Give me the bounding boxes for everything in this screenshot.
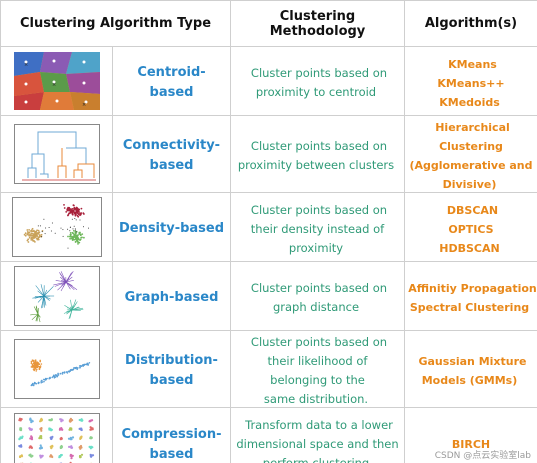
type-cell: Density-based	[112, 192, 231, 262]
thumbnail-cell	[0, 192, 113, 262]
methodology-cell: Transform data to a lower dimensional sp…	[230, 407, 405, 463]
methodology-cell: Cluster points based on their likelihood…	[230, 330, 405, 408]
methodology-label: Cluster points based on their density in…	[250, 202, 388, 255]
type-cell: Centroid- based	[112, 46, 231, 116]
svg-text:×: ×	[24, 62, 28, 68]
type-cell: Graph-based	[112, 261, 231, 331]
methodology-label: Cluster points based on proximity to cen…	[250, 66, 388, 99]
table-row: Connectivity- based Cluster points based…	[0, 115, 537, 193]
type-label: Distribution- based	[125, 353, 218, 388]
algorithms-cell: Hierarchical Clustering (Agglomerative a…	[404, 115, 537, 193]
type-cell: Connectivity- based	[112, 115, 231, 193]
table-row: Density-based Cluster points based on th…	[0, 192, 537, 262]
svg-text:×: ×	[82, 102, 86, 108]
birch-grid-plot	[13, 412, 100, 463]
type-cell: Distribution- based	[112, 330, 231, 408]
density-scatter-plot	[11, 197, 102, 257]
watermark: CSDN @点云实验室lab	[432, 448, 533, 461]
algorithms-cell: KMeans KMeans++ KMedoids	[404, 46, 537, 116]
dendrogram-plot	[13, 124, 100, 184]
type-label: Density-based	[118, 221, 225, 236]
thumbnail-cell	[0, 407, 113, 463]
table-row: Graph-based Cluster points based on grap…	[0, 261, 537, 331]
type-label: Connectivity- based	[122, 138, 221, 173]
table-row: Distribution- based Cluster points based…	[0, 330, 537, 408]
algorithms-label: DBSCAN OPTICS HDBSCAN	[439, 203, 500, 255]
header-methodology: Clustering Methodology	[230, 0, 405, 47]
table-row: × × × Centroid- based Cluster points based…	[0, 46, 537, 116]
type-label: Centroid- based	[137, 65, 206, 100]
thumbnail-cell	[0, 115, 113, 193]
svg-text:×: ×	[52, 82, 56, 88]
table-row: Compression- based Transform data to a l…	[0, 407, 537, 463]
algorithms-label: Affinitiy Propagation Spectral Clusterin…	[408, 282, 537, 314]
thumbnail-cell	[0, 261, 113, 331]
algorithms-label: Gaussian Mixture Models (GMMs)	[418, 355, 527, 387]
type-label: Compression- based	[121, 426, 222, 462]
type-cell: Compression- based	[112, 407, 231, 463]
algorithms-cell: Gaussian Mixture Models (GMMs)	[404, 330, 537, 408]
algorithms-cell: Affinitiy Propagation Spectral Clusterin…	[404, 261, 537, 331]
methodology-cell: Cluster points based on proximity to cen…	[230, 46, 405, 116]
methodology-label: Transform data to a lower dimensional sp…	[236, 418, 399, 463]
type-label: Graph-based	[124, 290, 219, 305]
methodology-cell: Cluster points based on their density in…	[230, 192, 405, 262]
algorithms-label: BIRCH	[451, 438, 491, 451]
methodology-cell: Cluster points based on proximity betwee…	[230, 115, 405, 193]
thumbnail-cell	[0, 330, 113, 408]
header-type: Clustering Algorithm Type	[0, 0, 231, 47]
header-row: Clustering Algorithm Type Clustering Met…	[0, 0, 537, 47]
methodology-label: Cluster points based on graph distance	[250, 281, 388, 314]
algorithms-label: KMeans KMeans++ KMedoids	[437, 57, 505, 109]
graph-star-plot	[13, 266, 100, 326]
voronoi-centroid-plot: × × ×	[13, 52, 100, 110]
algorithms-label: Hierarchical Clustering (Agglomerative a…	[409, 121, 533, 191]
methodology-label: Cluster points based on proximity betwee…	[237, 139, 395, 172]
header-algorithms: Algorithm(s)	[404, 0, 537, 47]
algorithms-cell: DBSCAN OPTICS HDBSCAN	[404, 192, 537, 262]
gaussian-scatter-plot	[13, 339, 100, 399]
thumbnail-cell: × × ×	[0, 46, 113, 116]
methodology-label: Cluster points based on their likelihood…	[250, 335, 388, 406]
methodology-cell: Cluster points based on graph distance	[230, 261, 405, 331]
